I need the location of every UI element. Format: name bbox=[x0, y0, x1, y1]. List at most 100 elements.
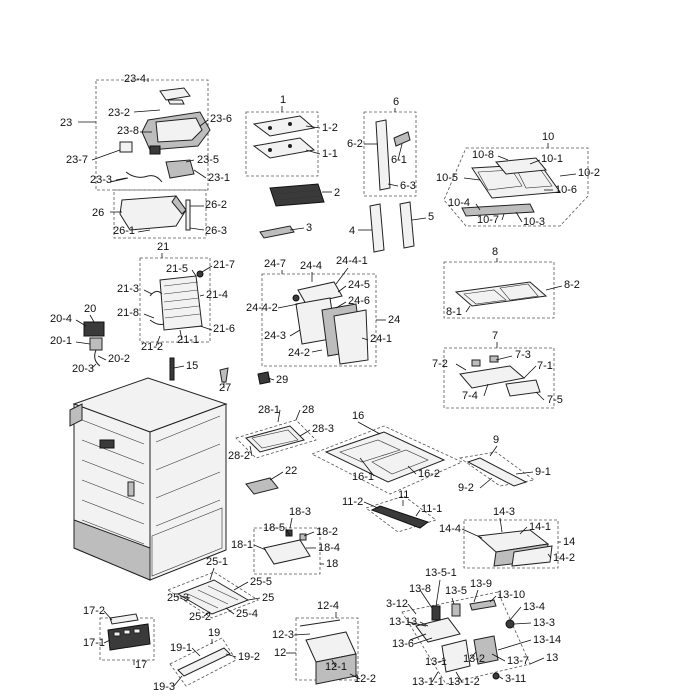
callout-2: 2 bbox=[334, 187, 340, 199]
callout-13-1: 13-1 bbox=[425, 656, 447, 668]
part-1-plates bbox=[252, 115, 316, 159]
part-25-basket bbox=[176, 579, 250, 615]
part-18-cover bbox=[263, 529, 311, 565]
callout-26-1: 26-1 bbox=[113, 225, 135, 237]
leader-lines bbox=[75, 78, 577, 687]
callout-9: 9 bbox=[493, 434, 499, 446]
callout-5: 5 bbox=[428, 211, 434, 223]
callout-28-1: 28-1 bbox=[258, 404, 280, 416]
part-4-rail bbox=[369, 203, 385, 253]
callout-27: 27 bbox=[219, 382, 231, 394]
callout-24-2: 24-2 bbox=[288, 347, 310, 359]
callout-17: 17 bbox=[135, 659, 147, 671]
callout-8-1: 8-1 bbox=[446, 306, 462, 318]
callout-6-1: 6-1 bbox=[391, 154, 407, 166]
callout-26: 26 bbox=[92, 207, 104, 219]
callout-20-3: 20-3 bbox=[72, 363, 94, 375]
part-15-rod bbox=[169, 357, 175, 381]
part-9-rail bbox=[466, 457, 528, 487]
callout-13-1-1: 13-1-1 bbox=[412, 676, 444, 688]
callout-13-7: 13-7 bbox=[507, 655, 529, 667]
group-box-21 bbox=[139, 257, 211, 343]
callout-16: 16 bbox=[352, 410, 364, 422]
part-7-shelf bbox=[459, 355, 541, 397]
callout-13-1-2: 13-1-2 bbox=[448, 676, 480, 688]
group-box-26 bbox=[113, 189, 207, 239]
callout-24: 24 bbox=[388, 314, 400, 326]
callout-24-5: 24-5 bbox=[348, 279, 370, 291]
callout-13-10: 13-10 bbox=[497, 589, 525, 601]
part-23-ice-maker bbox=[109, 87, 211, 183]
callout-13-14: 13-14 bbox=[533, 634, 561, 646]
group-box-25 bbox=[167, 571, 259, 619]
callout-25: 25 bbox=[262, 592, 274, 604]
callout-25-2: 25-2 bbox=[189, 611, 211, 623]
callout-22: 22 bbox=[285, 465, 297, 477]
callout-6: 6 bbox=[393, 96, 399, 108]
callout-7-4: 7-4 bbox=[462, 390, 478, 402]
callout-20-1: 20-1 bbox=[50, 335, 72, 347]
part-17-panel bbox=[107, 613, 151, 651]
callout-21-6: 21-6 bbox=[213, 323, 235, 335]
group-box-10 bbox=[443, 147, 589, 227]
callout-13-6: 13-6 bbox=[392, 638, 414, 650]
callout-23-4: 23-4 bbox=[124, 73, 146, 85]
callout-8-2: 8-2 bbox=[564, 279, 580, 291]
callout-18-5: 18-5 bbox=[263, 522, 285, 534]
group-box-16 bbox=[311, 425, 463, 495]
callout-20-4: 20-4 bbox=[50, 313, 72, 325]
group-box-11 bbox=[365, 495, 437, 533]
part-12-drawer bbox=[299, 619, 357, 685]
callout-3-12: 3-12 bbox=[386, 598, 408, 610]
callout-12: 12 bbox=[274, 647, 286, 659]
callout-28-3: 28-3 bbox=[312, 423, 334, 435]
callout-18-1: 18-1 bbox=[231, 539, 253, 551]
callout-21-5: 21-5 bbox=[166, 263, 188, 275]
callout-16-2: 16-2 bbox=[418, 468, 440, 480]
callout-10: 10 bbox=[542, 131, 554, 143]
callout-18-2: 18-2 bbox=[316, 526, 338, 538]
part-19-bar bbox=[177, 647, 231, 677]
callout-16-1: 16-1 bbox=[352, 471, 374, 483]
callout-1: 1 bbox=[280, 94, 286, 106]
callout-26-3: 26-3 bbox=[205, 225, 227, 237]
group-box-6 bbox=[363, 111, 417, 197]
callout-13-5: 13-5 bbox=[445, 585, 467, 597]
callout-7-5: 7-5 bbox=[547, 394, 563, 406]
callout-23-6: 23-6 bbox=[210, 113, 232, 125]
callout-23-2: 23-2 bbox=[108, 107, 130, 119]
callout-21-3: 21-3 bbox=[117, 283, 139, 295]
callout-14-4: 14-4 bbox=[439, 523, 461, 535]
callout-28: 28 bbox=[302, 404, 314, 416]
callout-8: 8 bbox=[492, 246, 498, 258]
part-24-duct bbox=[292, 281, 369, 365]
part-26-ice-bucket bbox=[119, 195, 191, 231]
callout-18-4: 18-4 bbox=[318, 542, 340, 554]
callout-19-1: 19-1 bbox=[170, 642, 192, 654]
callout-6-3: 6-3 bbox=[400, 180, 416, 192]
callout-10-6: 10-6 bbox=[555, 184, 577, 196]
callout-21: 21 bbox=[157, 241, 169, 253]
part-29-cap bbox=[257, 371, 271, 385]
callout-10-4: 10-4 bbox=[448, 197, 470, 209]
callout-13-4: 13-4 bbox=[523, 601, 545, 613]
part-10-shelf bbox=[461, 157, 561, 217]
callout-21-2: 21-2 bbox=[141, 341, 163, 353]
callout-1-2: 1-2 bbox=[322, 122, 338, 134]
group-box-8 bbox=[443, 261, 555, 319]
callout-13-13: 13-13 bbox=[389, 616, 417, 628]
callout-12-2: 12-2 bbox=[354, 673, 376, 685]
callout-23-3: 23-3 bbox=[90, 174, 112, 186]
callout-17-2: 17-2 bbox=[83, 605, 105, 617]
callout-20-2: 20-2 bbox=[108, 353, 130, 365]
parts bbox=[69, 87, 561, 685]
callout-18: 18 bbox=[326, 558, 338, 570]
part-5-rail bbox=[399, 201, 415, 249]
callout-29: 29 bbox=[276, 374, 288, 386]
callout-10-1: 10-1 bbox=[541, 153, 563, 165]
callout-24-1: 24-1 bbox=[370, 333, 392, 345]
callout-18-3: 18-3 bbox=[289, 506, 311, 518]
callout-21-7: 21-7 bbox=[213, 259, 235, 271]
callout-13-8: 13-8 bbox=[409, 583, 431, 595]
